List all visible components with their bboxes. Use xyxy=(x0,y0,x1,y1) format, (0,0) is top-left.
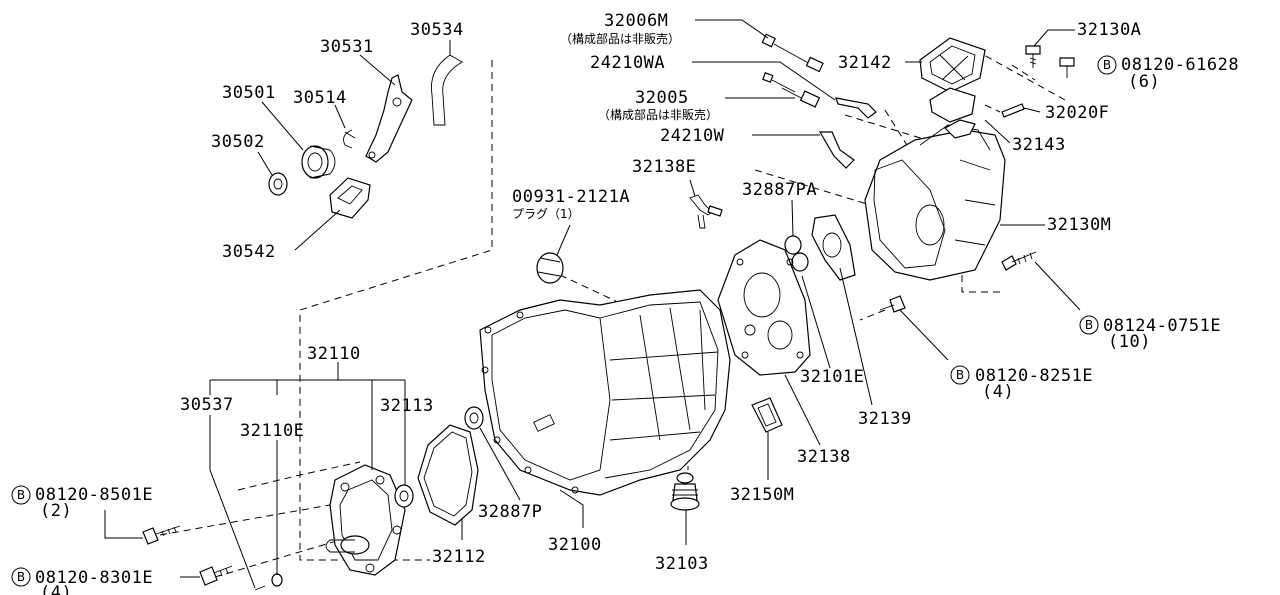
svg-text:B: B xyxy=(956,368,964,382)
label-32005-note: （構成部品は非販売） xyxy=(598,107,718,122)
label-08124-0751E-qty: (10) xyxy=(1108,332,1151,352)
part-bolt-08120-61628[interactable] xyxy=(1059,57,1075,78)
label-30537[interactable]: 30537 xyxy=(180,395,234,415)
label-32130A[interactable]: 32130A xyxy=(1077,20,1141,40)
part-bolt-08120-8251E[interactable] xyxy=(879,295,906,313)
part-32101E-adapter-plate[interactable] xyxy=(717,239,811,376)
svg-text:B: B xyxy=(1103,58,1111,72)
label-08124-0751E[interactable]: 08124-0751E xyxy=(1103,316,1221,336)
label-30542[interactable]: 30542 xyxy=(222,242,276,262)
label-30514[interactable]: 30514 xyxy=(293,88,347,108)
label-08120-8251E-qty: (4) xyxy=(982,382,1014,402)
label-32112[interactable]: 32112 xyxy=(432,547,486,567)
label-30531[interactable]: 30531 xyxy=(320,37,374,57)
part-24210W-bracket[interactable] xyxy=(818,131,855,169)
label-32887P[interactable]: 32887P xyxy=(478,502,542,522)
label-00931-plug: プラグ（1） xyxy=(512,207,580,221)
label-32887PA[interactable]: 32887PA xyxy=(742,180,817,200)
leader-lines xyxy=(104,19,1081,589)
part-32103-boot[interactable] xyxy=(670,472,700,511)
label-32020F[interactable]: 32020F xyxy=(1045,103,1109,123)
part-24210WA-bracket[interactable] xyxy=(762,72,877,119)
part-32112-gasket[interactable] xyxy=(417,424,479,526)
label-32138[interactable]: 32138 xyxy=(797,447,851,467)
part-labels: 30534 30531 30501 30514 30502 30542 3200… xyxy=(35,11,1239,595)
label-32138E[interactable]: 32138E xyxy=(632,157,696,177)
label-32005[interactable]: 32005 xyxy=(635,88,689,108)
part-30542-boot[interactable] xyxy=(329,177,371,219)
part-30534-spring[interactable] xyxy=(430,54,463,126)
svg-text:B: B xyxy=(1085,318,1093,332)
bolt-marker-08120-8251E: B xyxy=(950,365,970,385)
label-24210WA[interactable]: 24210WA xyxy=(590,53,665,73)
part-30531-withdrawal-lever[interactable] xyxy=(365,74,413,163)
part-32130M-extension-housing[interactable] xyxy=(864,119,1006,281)
label-08120-8251E[interactable]: 08120-8251E xyxy=(975,366,1093,386)
part-32138E-breather-pipe[interactable] xyxy=(689,194,723,229)
label-30501[interactable]: 30501 xyxy=(222,83,276,103)
part-32142-cover[interactable] xyxy=(919,37,986,93)
label-24210W[interactable]: 24210W xyxy=(660,126,725,146)
label-08120-61628-qty: (6) xyxy=(1128,72,1160,92)
label-30534[interactable]: 30534 xyxy=(410,20,464,40)
bolt-marker-08120-8501E: B xyxy=(11,485,31,505)
svg-text:B: B xyxy=(17,570,25,584)
label-00931-2121A[interactable]: 00931-2121A xyxy=(512,187,630,207)
part-32100-transmission-case[interactable] xyxy=(479,289,731,496)
part-32887P-bushing[interactable] xyxy=(464,406,484,430)
label-08120-8501E-qty: (2) xyxy=(40,501,72,521)
label-32139[interactable]: 32139 xyxy=(858,409,912,429)
label-32110E[interactable]: 32110E xyxy=(240,421,304,441)
label-08120-61628[interactable]: 08120-61628 xyxy=(1121,55,1239,75)
part-32143-gasket[interactable] xyxy=(929,87,976,123)
part-32005-sensor[interactable] xyxy=(781,87,821,108)
part-bolt-08124-0751E[interactable] xyxy=(1001,251,1037,271)
part-30502-sleeve-ring[interactable] xyxy=(268,172,288,196)
part-00931-2121A-plug[interactable] xyxy=(536,252,564,284)
part-32139-gasket[interactable] xyxy=(811,214,856,281)
part-bolt-08120-8501E[interactable] xyxy=(142,525,181,545)
label-30502[interactable]: 30502 xyxy=(211,132,265,152)
label-32006M[interactable]: 32006M xyxy=(604,11,668,31)
part-30514-clip[interactable] xyxy=(343,129,356,149)
label-08120-8501E[interactable]: 08120-8501E xyxy=(35,485,153,505)
bolt-marker-08120-8301E: B xyxy=(11,567,31,587)
part-32110E-washer[interactable] xyxy=(271,573,283,587)
bolt-marker-08124-0751E: B xyxy=(1079,315,1099,335)
part-32113-oil-seal[interactable] xyxy=(394,484,414,508)
bolt-marker-08120-61628: B xyxy=(1097,55,1117,75)
part-32020F-pin[interactable] xyxy=(1001,103,1025,118)
part-32006M-sensor[interactable] xyxy=(761,33,824,73)
part-30537-pin[interactable] xyxy=(254,585,266,591)
label-32103[interactable]: 32103 xyxy=(655,554,709,574)
label-32150M[interactable]: 32150M xyxy=(730,485,794,505)
svg-text:B: B xyxy=(17,488,25,502)
part-30501-release-bearing[interactable] xyxy=(301,145,336,179)
label-32143[interactable]: 32143 xyxy=(1012,135,1066,155)
part-bolt-08120-8301E[interactable] xyxy=(199,565,233,586)
label-32110[interactable]: 32110 xyxy=(307,344,361,364)
part-32150M-cover[interactable] xyxy=(751,397,783,433)
label-32100[interactable]: 32100 xyxy=(548,535,602,555)
label-32101E[interactable]: 32101E xyxy=(800,367,864,387)
label-32142[interactable]: 32142 xyxy=(838,53,892,73)
label-32130M[interactable]: 32130M xyxy=(1047,215,1111,235)
label-32006M-note: （構成部品は非販売） xyxy=(560,31,680,46)
part-32130A-bolt[interactable] xyxy=(1025,45,1041,68)
label-32113[interactable]: 32113 xyxy=(380,396,434,416)
label-08120-8301E-qty: (4) xyxy=(40,583,72,595)
part-32110-front-cover[interactable] xyxy=(325,464,406,576)
label-08120-8301E[interactable]: 08120-8301E xyxy=(35,568,153,588)
